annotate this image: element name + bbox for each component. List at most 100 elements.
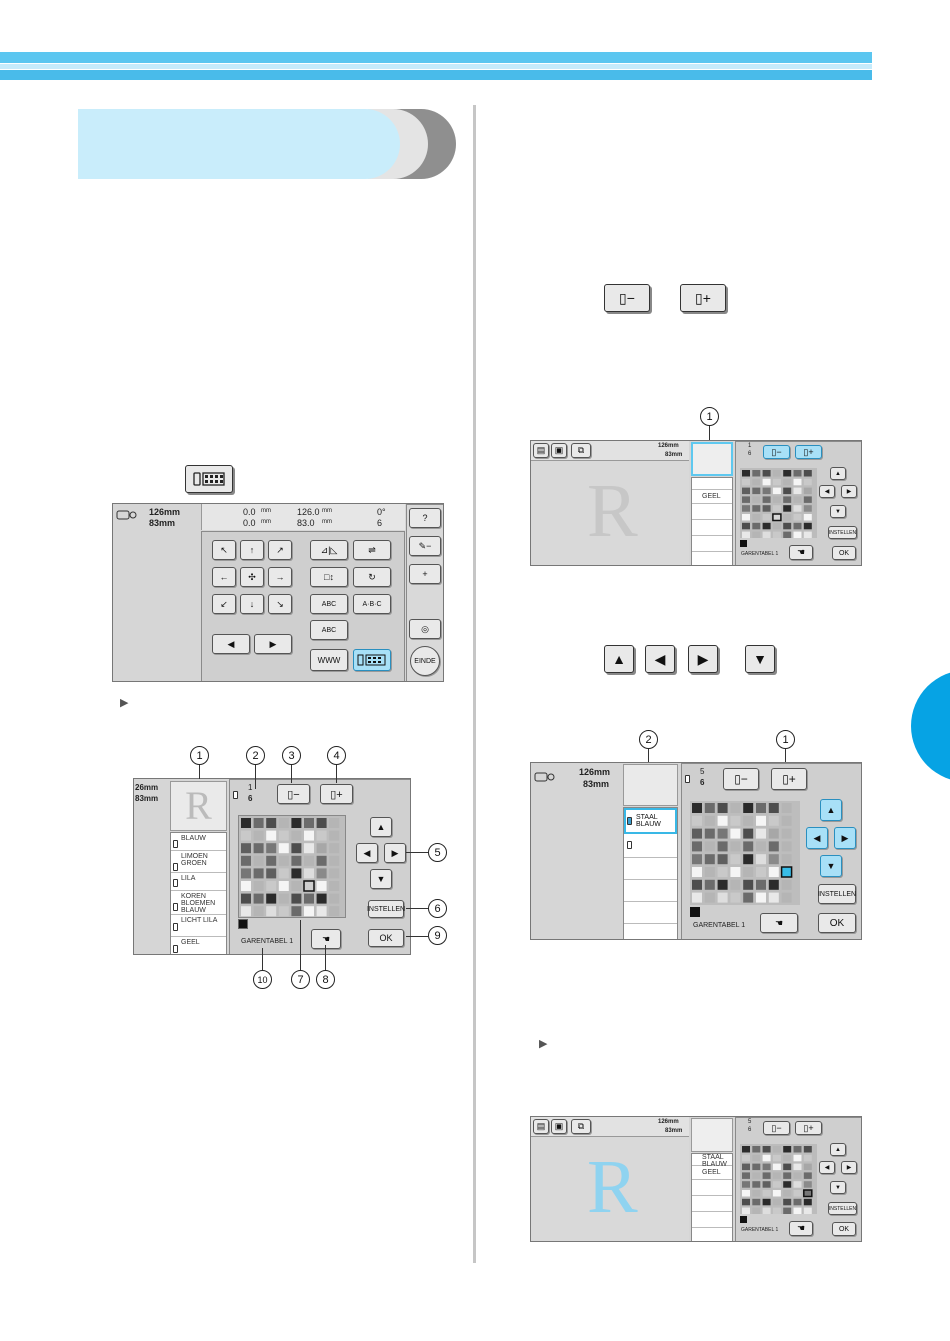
palette-swatch[interactable] (752, 478, 761, 486)
palette-swatch[interactable] (762, 1163, 771, 1171)
thread-list[interactable]: BLAUW LIMOEN GROEN LILA KOREN BLOEMEN BL… (170, 832, 227, 954)
scroll-left-button[interactable]: ◀ (819, 485, 835, 498)
palette-swatch[interactable] (704, 803, 715, 813)
palette-swatch[interactable] (752, 1207, 761, 1215)
palette-swatch[interactable] (743, 803, 754, 813)
palette-swatch[interactable] (783, 1181, 792, 1188)
palette-swatch[interactable] (743, 828, 754, 839)
palette-swatch[interactable] (692, 815, 702, 826)
palette-swatch[interactable] (803, 1163, 812, 1171)
palette-swatch[interactable] (692, 803, 702, 813)
palette-swatch[interactable] (783, 1198, 792, 1206)
palette-swatch[interactable] (692, 879, 702, 890)
palette-swatch[interactable] (803, 478, 812, 486)
palette-swatch[interactable] (768, 867, 779, 877)
palette-swatch[interactable] (253, 881, 264, 891)
palette-swatch[interactable] (316, 818, 327, 828)
palette-swatch[interactable] (793, 514, 802, 521)
palette-swatch[interactable] (803, 1181, 812, 1188)
palette-swatch[interactable] (752, 1146, 761, 1153)
palette-swatch[interactable] (762, 531, 771, 539)
palette-swatch[interactable] (756, 879, 766, 890)
spool-plus-button[interactable]: ▯+ (320, 784, 353, 804)
palette-swatch[interactable] (253, 893, 264, 904)
palette-swatch[interactable] (266, 868, 277, 879)
scroll-right-button[interactable]: ▶ (841, 485, 857, 498)
scroll-down-button[interactable]: ▼ (830, 1181, 846, 1194)
palette-swatch[interactable] (768, 854, 779, 865)
palette-swatch[interactable] (266, 818, 277, 828)
palette-swatch[interactable] (752, 1163, 761, 1171)
palette-swatch[interactable] (793, 1181, 802, 1188)
mirror-button[interactable]: ⊿|◺ (310, 540, 348, 560)
palette-swatch[interactable] (803, 1207, 812, 1215)
palette-swatch[interactable] (278, 830, 289, 841)
palette-swatch[interactable] (241, 906, 251, 917)
palette-swatch[interactable] (291, 818, 302, 828)
palette-swatch[interactable] (803, 1146, 812, 1153)
palette-swatch[interactable] (803, 1172, 812, 1179)
palette-swatch[interactable] (772, 470, 781, 477)
palette-swatch[interactable] (291, 855, 302, 866)
memory-button[interactable]: ▤ (533, 443, 549, 458)
palette-swatch[interactable] (717, 892, 728, 903)
palette-swatch[interactable] (730, 892, 741, 903)
move-up-left-button[interactable]: ↖ (212, 540, 236, 560)
palette-swatch[interactable] (241, 893, 251, 904)
palette-swatch[interactable] (793, 1172, 802, 1179)
palette-swatch[interactable] (768, 841, 779, 852)
palette-swatch[interactable] (742, 531, 750, 539)
palette-swatch[interactable] (781, 815, 792, 826)
palette-swatch[interactable] (762, 470, 771, 477)
ok-button[interactable]: OK (818, 913, 856, 933)
palette-swatch[interactable] (752, 1190, 761, 1197)
palette-swatch[interactable] (772, 1172, 781, 1179)
palette-swatch[interactable] (329, 830, 340, 841)
palette-swatch[interactable] (752, 1198, 761, 1206)
palette-swatch[interactable] (704, 854, 715, 865)
palette-swatch[interactable] (768, 815, 779, 826)
palette-swatch[interactable] (329, 881, 340, 891)
hand-button[interactable]: ☚ (789, 1221, 813, 1236)
palette-swatch[interactable] (742, 1181, 750, 1188)
ok-button[interactable]: OK (368, 929, 404, 947)
palette-swatch[interactable] (704, 892, 715, 903)
palette-swatch[interactable] (304, 830, 314, 841)
palette-swatch[interactable] (742, 1154, 750, 1162)
palette-swatch[interactable] (752, 514, 761, 521)
palette-swatch[interactable] (762, 1154, 771, 1162)
palette-swatch[interactable] (772, 522, 781, 530)
spool-plus-button[interactable]: ▯+ (795, 1121, 822, 1135)
palette-swatch[interactable] (781, 892, 792, 903)
arrow-up-key[interactable]: ▲ (604, 645, 634, 673)
palette-swatch[interactable] (253, 855, 264, 866)
selected-thread-item[interactable]: STAAL BLAUW (624, 808, 677, 834)
palette-swatch[interactable] (704, 828, 715, 839)
palette-swatch[interactable] (241, 881, 251, 891)
palette-swatch[interactable] (291, 843, 302, 854)
palette-swatch[interactable] (742, 514, 750, 521)
palette-swatch[interactable] (717, 867, 728, 877)
palette-swatch[interactable] (316, 843, 327, 854)
color-palette[interactable] (238, 815, 346, 918)
spool-minus-button[interactable]: ▯− (763, 445, 790, 459)
palette-swatch[interactable] (304, 843, 314, 854)
palette-swatch[interactable] (768, 803, 779, 813)
palette-swatch[interactable] (793, 470, 802, 477)
palette-swatch[interactable] (762, 1181, 771, 1188)
palette-swatch[interactable] (762, 522, 771, 530)
hand-button[interactable]: ☚ (789, 545, 813, 560)
palette-swatch[interactable] (742, 505, 750, 512)
flip-button[interactable]: ⇌ (353, 540, 391, 560)
palette-swatch[interactable] (762, 478, 771, 486)
palette-swatch[interactable] (304, 855, 314, 866)
spool-plus-button[interactable]: ▯+ (771, 768, 807, 790)
scroll-up-button[interactable]: ▲ (820, 799, 842, 821)
palette-swatch[interactable] (704, 879, 715, 890)
scroll-up-button[interactable]: ▲ (830, 467, 846, 480)
palette-swatch[interactable] (793, 1146, 802, 1153)
palette-swatch[interactable] (278, 843, 289, 854)
thread-table-button[interactable] (353, 649, 391, 671)
palette-swatch[interactable] (304, 868, 314, 879)
palette-swatch[interactable] (329, 818, 340, 828)
